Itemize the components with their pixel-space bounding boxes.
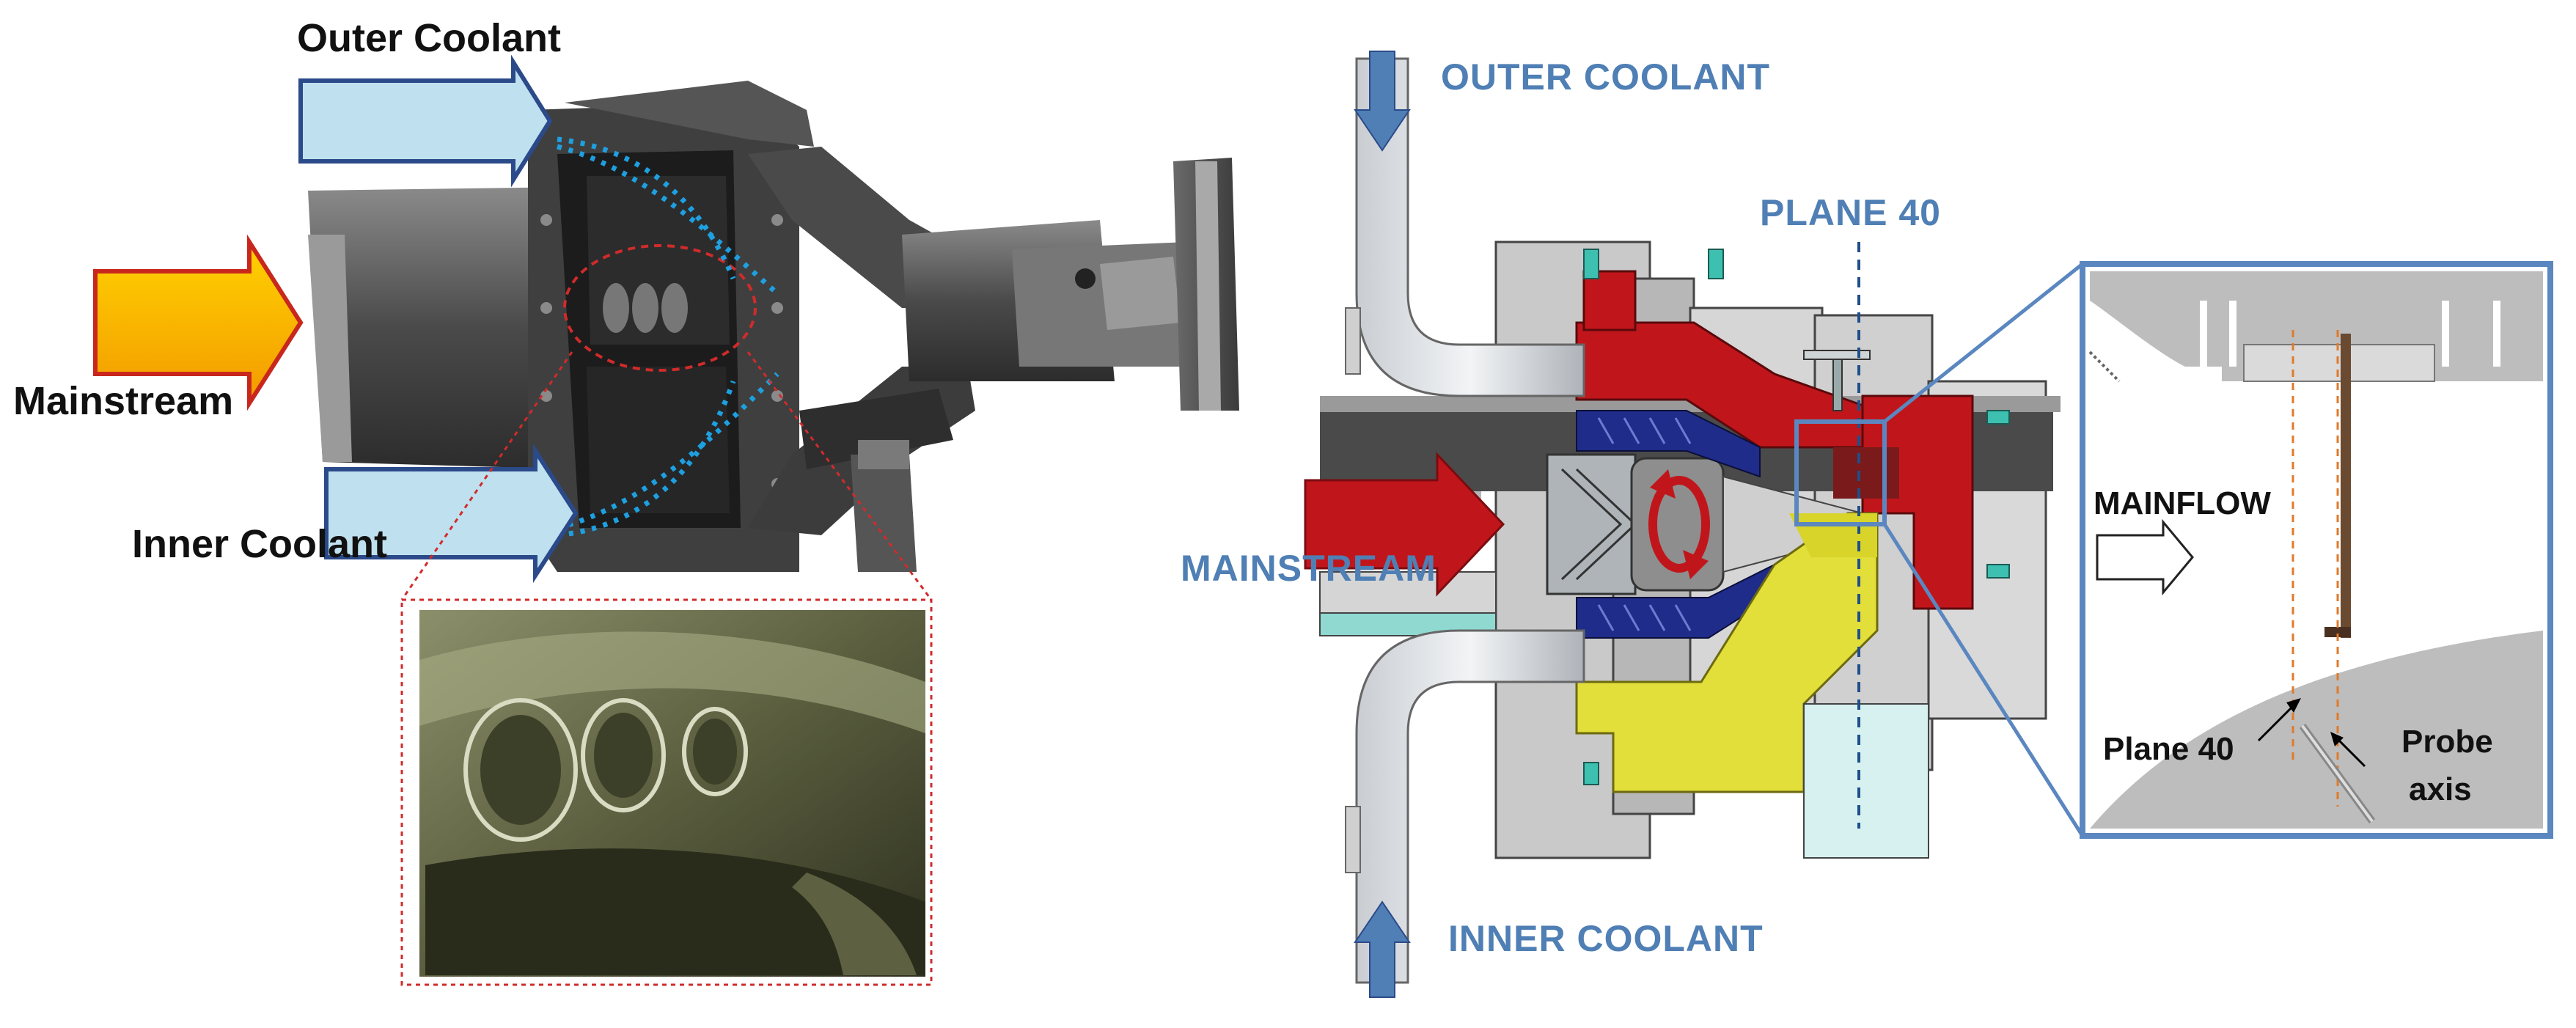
- section-mainstream-label: MAINSTREAM: [1181, 548, 1436, 589]
- mainstream-section-arrow: [1304, 452, 1505, 597]
- detail-panel: [2080, 261, 2553, 839]
- cross-section: [1319, 241, 2061, 859]
- rig-photo: [308, 81, 1239, 572]
- inner-coolant-arrow: [324, 443, 579, 584]
- inner-coolant-flow-arrow: [1354, 900, 1411, 998]
- detail-zoom-box: [1794, 419, 1887, 526]
- vane-inset-photo: [400, 598, 933, 986]
- detail-connector-lines: [1882, 262, 2085, 837]
- photo-mainstream-label: Mainstream: [13, 379, 234, 423]
- mainflow-arrow: [2096, 518, 2194, 596]
- mainstream-arrow: [93, 234, 304, 411]
- photo-inner-coolant-label: Inner Coolant: [132, 522, 387, 566]
- zoom-lines: [400, 351, 933, 601]
- detail-plane-label: Plane 40: [2103, 731, 2234, 767]
- detail-mainflow-label: MAINFLOW: [2094, 485, 2271, 521]
- section-inner-coolant-label: INNER COOLANT: [1448, 918, 1764, 959]
- photo-outer-coolant-label: Outer Coolant: [297, 16, 561, 60]
- outer-coolant-flow-arrow: [1354, 51, 1411, 152]
- outer-coolant-arrow: [298, 54, 553, 188]
- detail-probe-axis-label-line1: Probe: [2401, 724, 2493, 760]
- section-outer-coolant-label: OUTER COOLANT: [1441, 56, 1771, 98]
- section-plane-label: PLANE 40: [1760, 192, 1941, 233]
- detail-probe-axis-label-line2: axis: [2409, 771, 2472, 807]
